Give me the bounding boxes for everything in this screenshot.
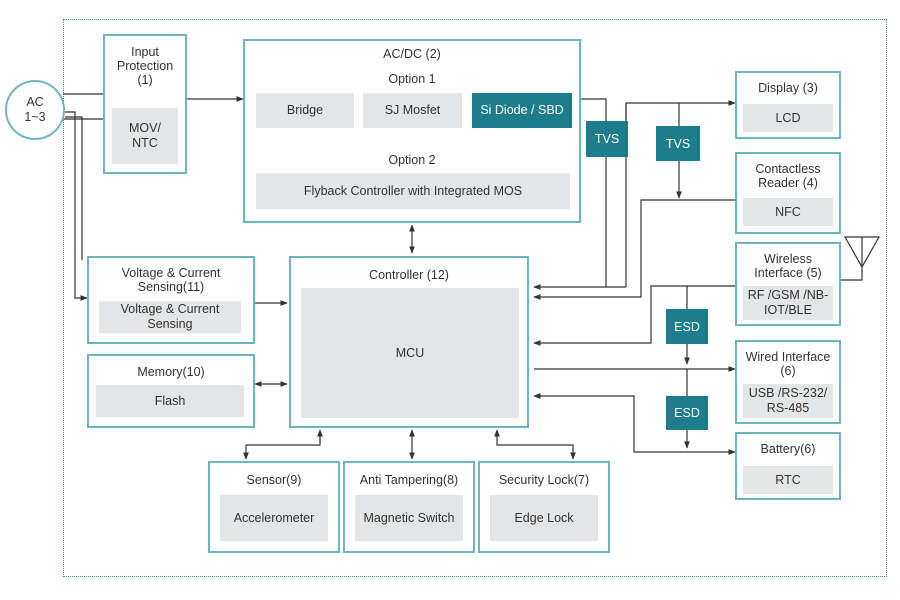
ac-source: AC 1~3: [5, 80, 65, 140]
wire-controller-to-lock: [494, 429, 576, 460]
antenna-icon: [841, 236, 881, 281]
rtc-component: RTC: [743, 466, 833, 494]
tvs-chip-2: TVS: [656, 126, 700, 161]
voltage-current-sensing-title: Voltage & Current Sensing(11): [121, 266, 221, 294]
nfc-component: NFC: [743, 198, 833, 226]
security-lock-title: Security Lock(7): [498, 473, 590, 487]
contactless-reader-title: Contactless Reader (4): [755, 162, 821, 190]
wire-controller-to-sensor: [243, 429, 323, 460]
voltage-current-sensing-component: Voltage & Current Sensing: [99, 301, 241, 333]
acdc-block: AC/DC (2) Option 1 Bridge SJ Mosfet Si D…: [243, 39, 581, 223]
sj-mosfet-component: SJ Mosfet: [363, 93, 462, 128]
sensor-block: Sensor(9) Accelerometer: [208, 461, 340, 553]
ac-source-phase: 1~3: [24, 110, 46, 124]
wire-ac-to-sensing-1: [65, 111, 88, 301]
battery-title: Battery(6): [760, 442, 816, 456]
input-protection-block: Input Protection (1) MOV/ NTC: [103, 34, 187, 174]
anti-tampering-title: Anti Tampering(8): [359, 473, 459, 487]
option1-label: Option 1: [388, 72, 436, 86]
mcu-component: MCU: [301, 288, 519, 418]
contactless-reader-block: Contactless Reader (4) NFC: [735, 152, 841, 234]
lcd-component: LCD: [743, 104, 833, 132]
wire-contactless-to-controller: [533, 199, 735, 300]
wireless-interface-block: Wireless Interface (5) RF /GSM /NB- IOT/…: [735, 242, 841, 326]
esd-chip-2: ESD: [666, 396, 708, 430]
voltage-current-sensing-block: Voltage & Current Sensing(11) Voltage & …: [87, 256, 255, 344]
wireless-interface-title: Wireless Interface (5): [754, 252, 822, 280]
si-diode-sbd-component: Si Diode / SBD: [472, 93, 572, 128]
memory-title: Memory(10): [137, 365, 205, 379]
memory-block: Memory(10) Flash: [87, 354, 255, 428]
anti-tampering-block: Anti Tampering(8) Magnetic Switch: [343, 461, 475, 553]
wire-wireless-to-controller: [533, 285, 735, 346]
system-boundary: [63, 19, 887, 577]
usb-rs232-rs485-component: USB /RS-232/ RS-485: [743, 384, 833, 418]
wired-interface-block: Wired Interface (6) USB /RS-232/ RS-485: [735, 340, 841, 424]
ac-source-label: AC: [26, 95, 44, 109]
flash-component: Flash: [96, 385, 244, 417]
accelerometer-component: Accelerometer: [220, 495, 328, 541]
sensor-title: Sensor(9): [246, 473, 302, 487]
tvs-chip-1: TVS: [586, 121, 628, 157]
edge-lock-component: Edge Lock: [490, 495, 598, 541]
acdc-title: AC/DC (2): [383, 47, 441, 61]
esd-chip-1: ESD: [666, 309, 708, 344]
wired-interface-title: Wired Interface (6): [745, 350, 831, 378]
wire-acdc-to-display-top: [625, 100, 736, 120]
option2-label: Option 2: [388, 153, 436, 167]
display-block: Display (3) LCD: [735, 71, 841, 139]
magnetic-switch-component: Magnetic Switch: [355, 495, 463, 541]
display-title: Display (3): [758, 81, 818, 95]
controller-title: Controller (12): [369, 268, 449, 282]
wire-ac-to-sensing-2: [65, 116, 83, 260]
security-lock-block: Security Lock(7) Edge Lock: [478, 461, 610, 553]
wire-controller-to-battery: [533, 393, 736, 455]
input-protection-title: Input Protection (1): [116, 45, 174, 87]
battery-block: Battery(6) RTC: [735, 432, 841, 500]
flyback-controller-component: Flyback Controller with Integrated MOS: [256, 173, 570, 209]
controller-block: Controller (12) MCU: [289, 256, 529, 428]
rf-gsm-nbiot-ble-component: RF /GSM /NB- IOT/BLE: [743, 286, 833, 320]
bridge-component: Bridge: [256, 93, 354, 128]
mov-ntc-component: MOV/ NTC: [112, 108, 178, 164]
